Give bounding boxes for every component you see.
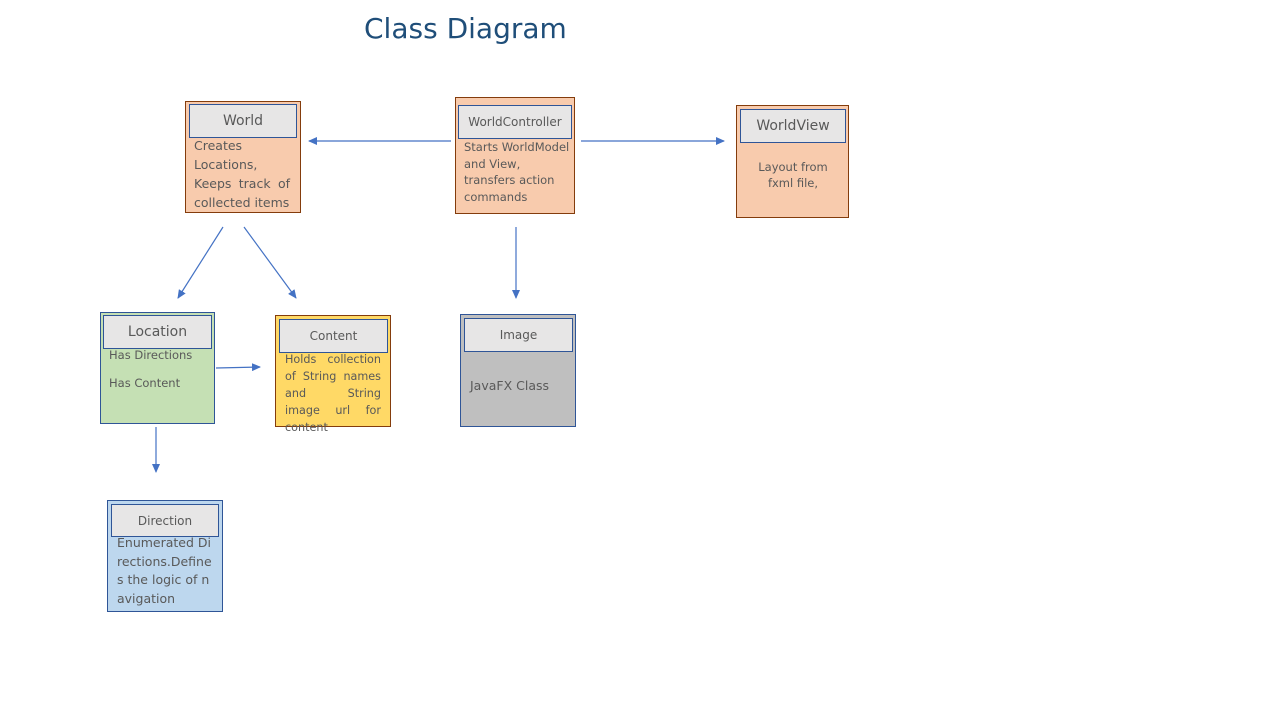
class-location-line-directions: Has Directions xyxy=(109,348,193,362)
class-image-description: JavaFX Class xyxy=(470,378,550,393)
class-world: World Creates Locations, Keeps track of … xyxy=(185,101,301,213)
class-content: Content Holds collection of String names… xyxy=(275,315,391,434)
class-world-view: WorldView Layout from fxml file, xyxy=(736,105,849,218)
class-world-controller: WorldController Starts WorldModel and Vi… xyxy=(455,97,575,214)
class-image-header: Image xyxy=(464,318,573,352)
class-content-description: Holds collection of String names and Str… xyxy=(285,353,381,434)
class-world-view-description: Layout from fxml file, xyxy=(758,160,828,190)
class-world-controller-description: Starts WorldModel and View, transfers ac… xyxy=(464,140,570,204)
class-direction: Direction Enumerated Directions.Defines … xyxy=(107,500,223,612)
class-content-header: Content xyxy=(279,319,388,353)
class-location-header: Location xyxy=(103,315,212,349)
class-world-description: Creates Locations, Keeps track of collec… xyxy=(194,138,290,210)
class-direction-description: Enumerated Directions.Defines the logic … xyxy=(117,535,212,606)
diagram-title: Class Diagram xyxy=(364,12,567,45)
class-world-controller-header: WorldController xyxy=(458,105,572,139)
class-location-line-content: Has Content xyxy=(109,376,181,390)
class-direction-header: Direction xyxy=(111,504,219,537)
arrow-location-to-content xyxy=(215,363,261,372)
class-world-view-header: WorldView xyxy=(740,109,846,143)
arrow-world-to-location xyxy=(177,226,224,299)
class-world-header: World xyxy=(189,104,297,138)
class-image: Image JavaFX Class xyxy=(460,314,576,427)
arrow-world-to-content xyxy=(243,226,297,299)
class-location: Location Has Directions Has Content xyxy=(100,312,215,424)
